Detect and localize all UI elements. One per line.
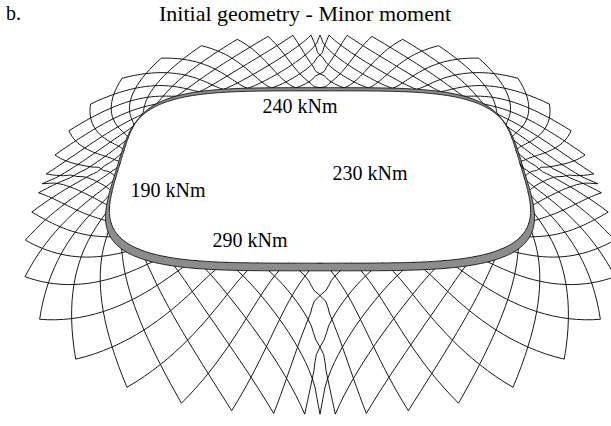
- lattice-member: [520, 131, 571, 164]
- moment-value: 230 kNm: [331, 162, 410, 184]
- lattice-member: [520, 164, 611, 240]
- lattice-member: [445, 261, 601, 320]
- lattice-member: [55, 155, 116, 178]
- lattice-member: [320, 35, 392, 88]
- moment-value: 190 kNm: [129, 179, 208, 201]
- lattice-member: [414, 262, 564, 359]
- lattice-member: [474, 257, 611, 285]
- lattice-member: [72, 208, 110, 360]
- lattice-member: [272, 35, 329, 88]
- lattice-member: [408, 249, 500, 410]
- ring-beam: [105, 88, 534, 271]
- lattice-member: [161, 58, 247, 88]
- lattice-member: [528, 192, 600, 319]
- lattice-member: [40, 261, 196, 320]
- lattice-member: [368, 46, 438, 88]
- lattice-member: [524, 155, 585, 178]
- lattice-member: [530, 183, 597, 207]
- moment-value-holder: 290 kNm: [211, 229, 290, 251]
- lattice-member: [69, 131, 120, 164]
- lattice-member: [55, 104, 157, 155]
- moment-value: 290 kNm: [211, 229, 290, 251]
- panel-letter: b.: [4, 2, 23, 24]
- figure-title-holder: Initial geometry - Minor moment: [157, 2, 453, 26]
- lattice-member: [226, 262, 320, 414]
- lattice-member: [166, 257, 274, 414]
- lattice-member: [512, 138, 602, 193]
- lattice-member: [524, 178, 611, 277]
- figure-title: Initial geometry - Minor moment: [157, 2, 453, 26]
- lattice-member: [366, 257, 474, 414]
- lattice-member: [143, 46, 202, 114]
- lattice-grid: [25, 35, 611, 414]
- lattice-member: [201, 46, 271, 88]
- lattice-member: [232, 263, 320, 411]
- lattice-member: [139, 249, 231, 410]
- lattice-member: [383, 263, 513, 387]
- lattice-member: [512, 78, 529, 138]
- lattice-member: [483, 104, 585, 155]
- lattice-member: [39, 138, 129, 193]
- moment-value-holder: 240 kNm: [261, 95, 340, 117]
- lattice-member: [176, 36, 268, 96]
- lattice-member: [305, 263, 383, 414]
- lattice-member: [122, 73, 223, 90]
- lattice-member: [289, 263, 367, 413]
- moment-value-holder: 190 kNm: [129, 179, 208, 201]
- lattice-member: [329, 35, 417, 89]
- lattice-member: [464, 96, 571, 131]
- lattice-member: [69, 96, 176, 131]
- lattice-member: [439, 46, 498, 114]
- lattice-member: [129, 58, 161, 125]
- lattice-member: [199, 35, 292, 91]
- lattice-member: [344, 39, 403, 87]
- lattice-member: [296, 35, 347, 87]
- lattice-member: [497, 114, 593, 174]
- lattice-member: [320, 262, 414, 414]
- moment-value-holder: 230 kNm: [331, 162, 410, 184]
- compression-ring: [105, 88, 534, 271]
- lattice-member: [46, 114, 142, 174]
- lattice-member: [237, 39, 296, 87]
- lattice-member: [39, 193, 112, 223]
- lattice-member: [311, 35, 368, 88]
- lattice-member: [516, 104, 550, 151]
- lattice-member: [25, 257, 166, 285]
- lattice-member: [529, 193, 602, 223]
- panel-letter-holder: b.: [4, 2, 23, 24]
- lattice-member: [25, 164, 120, 240]
- lattice-member: [293, 35, 344, 87]
- lattice-member: [127, 263, 257, 387]
- lattice-member: [479, 58, 511, 125]
- lattice-member: [195, 261, 304, 415]
- lattice-member: [268, 36, 320, 87]
- moment-value: 240 kNm: [261, 95, 340, 117]
- lattice-member: [320, 263, 408, 411]
- lattice-member: [347, 35, 440, 91]
- lattice-member: [372, 36, 464, 96]
- lattice-member: [257, 263, 335, 414]
